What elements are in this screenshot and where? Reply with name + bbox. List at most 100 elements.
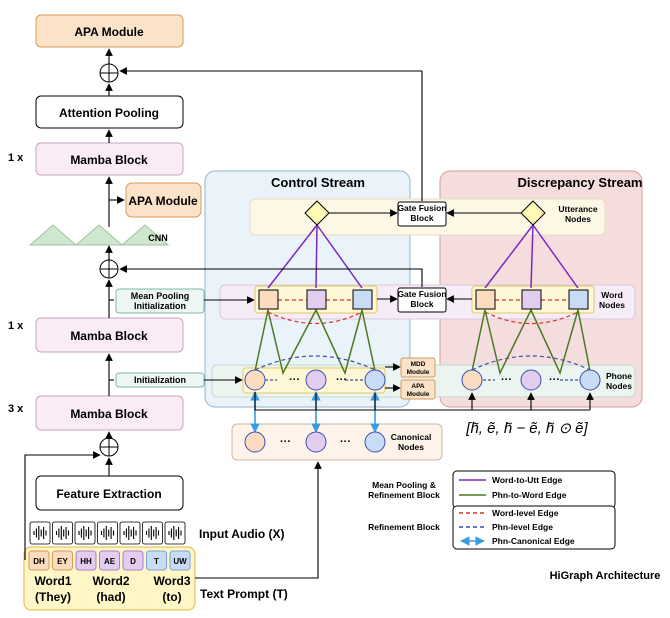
graph-nodes [244,200,601,453]
initialization-label: Initialization [134,375,186,385]
word-label: Word1 [34,574,71,588]
legend-item-blue-arrow: Phn-Canonical Edge [460,536,575,546]
phoneme-label: AE [104,557,116,566]
diagram-caption: HiGraph Architecture [550,570,661,582]
feature-extraction-label: Feature Extraction [56,487,161,501]
gate-fusion-utterance [397,201,447,227]
phoneme-box [146,550,167,571]
discrepancy-word-node-2 [521,289,542,310]
legend-item-label: Word-to-Utt Edge [492,475,562,485]
ellipsis-control-1: ··· [289,374,300,386]
cnn-label: CNN [148,233,168,243]
control-phone-node-2 [305,369,327,391]
mdd-module [400,357,436,378]
ellipsis-discrepancy-2: ··· [549,374,560,386]
discrepancy-word-node-3 [568,289,589,310]
word-label: Word2 [92,574,129,588]
legend-item-label: Word-level Edge [492,508,559,518]
canonical-node-2 [305,431,327,453]
phoneme-boxes: DH EY HH AE D T UW [28,550,191,571]
legend-group-1-label: Mean Pooling &Refinement Block [368,480,440,500]
apa-module-top [35,14,184,48]
phoneme-label: D [130,557,136,566]
ellipsis-discrepancy-1: ··· [501,374,512,386]
legend-item-red-dash: Word-level Edge [459,508,559,518]
phoneme-label: UW [173,557,187,566]
init-arrows [204,296,255,384]
word-gloss: (to) [162,590,181,604]
audio-waveform-icon [142,521,163,545]
ellipsis-control-2: ··· [336,374,347,386]
discrepancy-utterance-node [520,200,546,226]
gate-fusion-word [397,287,447,313]
apa-module-side-label: APA Module [128,194,198,208]
audio-waveform-icon [119,521,141,545]
legend-item-blue-dash: Phn-level Edge [459,522,553,532]
phoneme-label: HH [80,557,92,566]
discrepancy-phone-node-1 [461,369,483,391]
control-word-node-1 [258,289,279,310]
legend-item-label: Phn-level Edge [492,522,553,532]
legend-item-label: Phn-to-Word Edge [492,490,567,500]
word-label: Word3 [153,574,190,588]
discrepancy-feed-lines [254,392,594,411]
mamba-block-top-label: Mamba Block [70,153,148,167]
ellipsis-canonical-2: ··· [340,436,351,448]
audio-waveform-icons [29,521,186,545]
audio-waveform-icon [97,521,118,545]
audio-waveform-icon [74,521,96,545]
word-labels: Word1 (They) Word2 (had) Word3 (to) [34,574,190,604]
cnn-shape [28,224,170,246]
canonical-band [231,423,443,461]
legend-item-green: Phn-to-Word Edge [459,490,567,500]
control-phone-node-3 [364,369,386,391]
graph-edges [250,224,591,433]
phoneme-box [75,550,97,571]
phoneme-label: EY [57,557,68,566]
legend-item-label: Phn-Canonical Edge [492,536,575,546]
legend-item-purple: Word-to-Utt Edge [459,475,562,485]
word-gloss: (had) [96,590,125,604]
mamba-top-count: 1 x [8,152,24,164]
discrepancy-phone-node-3 [579,369,601,391]
gate-fusion-arrows [119,67,522,392]
phoneme-box [28,550,50,571]
ellipsis-canonical-1: ··· [280,436,291,448]
control-stream-title: Control Stream [271,175,365,190]
mamba-bottom-count: 3 x [8,403,24,415]
control-phone-node-1 [244,369,266,391]
legend-group-2 [452,505,616,550]
canonical-node-3 [364,431,386,453]
left-pipeline-arrows [24,48,322,579]
mamba-block-bottom-label: Mamba Block [70,407,148,421]
audio-waveform-icon [29,521,51,545]
audio-waveform-icon [164,521,186,545]
control-word-node-3 [352,289,373,310]
phoneme-label: DH [33,557,45,566]
phoneme-label: T [154,557,159,566]
word-gloss: (They) [35,590,71,604]
feature-formula: [h̃, ẽ, h̃ − ẽ, h̃ ⊙ ẽ] [465,420,588,437]
apa-module-small [400,379,436,400]
control-utterance-node [304,200,330,226]
legend-group-2-label: Refinement Block [368,522,440,532]
phoneme-box [99,550,120,571]
audio-waveform-icon [52,521,73,545]
discrepancy-word-node-1 [475,289,496,310]
phoneme-box [169,550,191,571]
text-prompt-label: Text Prompt (T) [200,587,288,601]
canonical-node-1 [244,431,266,453]
attention-pooling-label: Attention Pooling [59,106,159,120]
mamba-block-middle-label: Mamba Block [70,329,148,343]
